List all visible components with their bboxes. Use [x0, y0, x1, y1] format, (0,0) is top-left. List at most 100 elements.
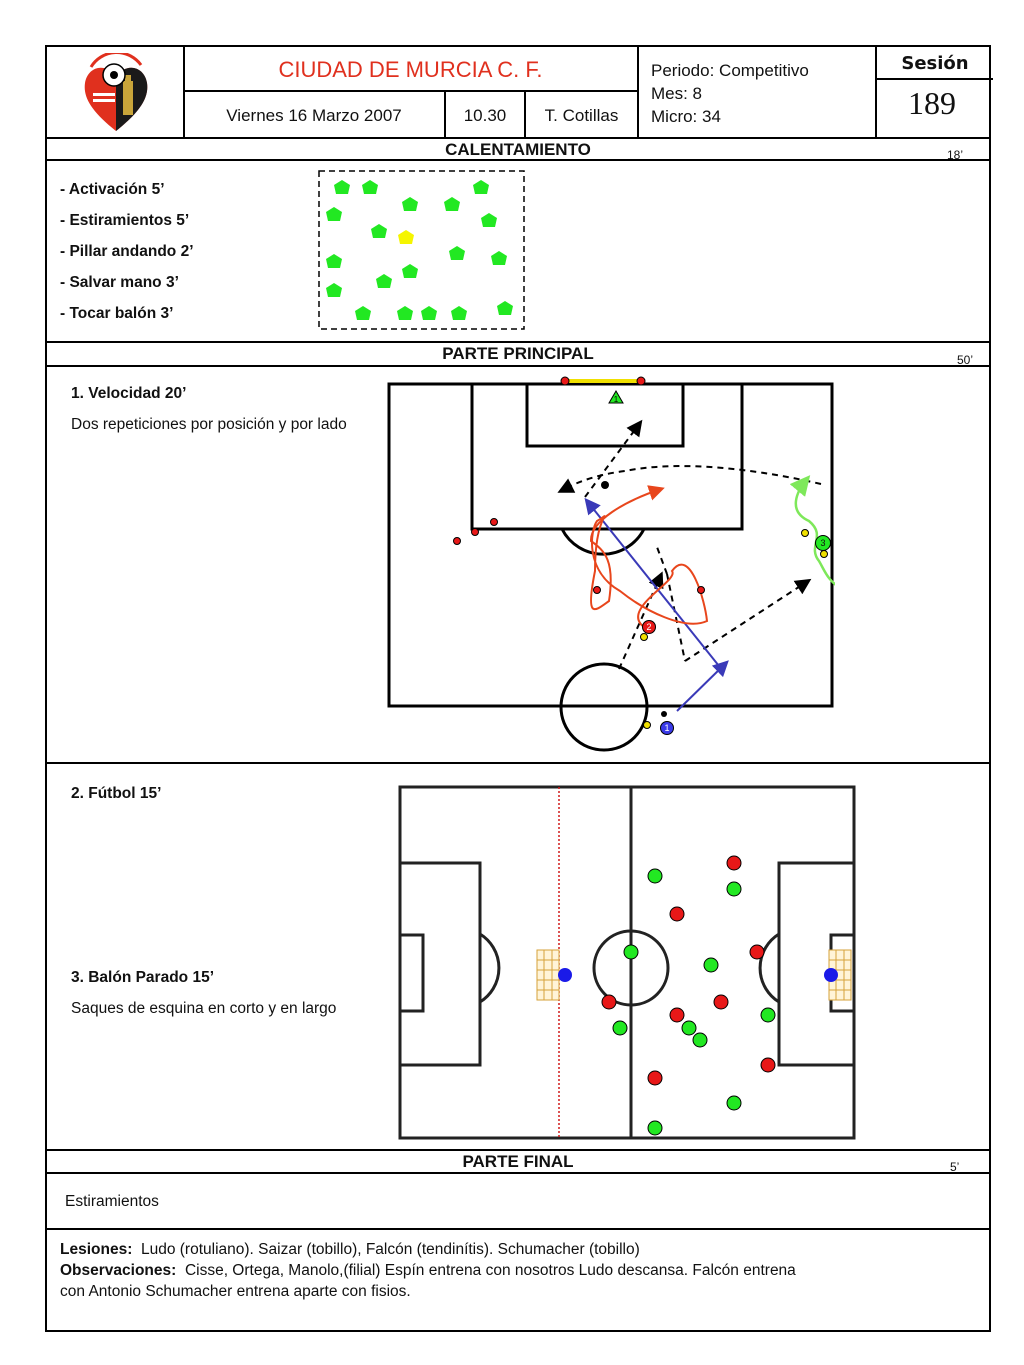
penalty-area	[470, 382, 744, 531]
player-marker	[760, 1057, 776, 1073]
diagram-label: 3	[820, 538, 826, 548]
speed-drill-diagram: 1 1 2	[387, 376, 835, 752]
goal-net-right-lines	[829, 950, 851, 1000]
player-1-marker	[660, 721, 674, 735]
final-text: Estiramientos	[65, 1193, 159, 1210]
pass-arrow	[656, 546, 668, 575]
exercise-3-desc: Saques de esquina en corto y en largo	[71, 1000, 337, 1017]
player-2-marker	[642, 620, 656, 634]
player-marker	[647, 1070, 663, 1086]
player-marker	[355, 306, 371, 320]
penalty-arc-right	[758, 932, 780, 1004]
mes: Mes: 8	[651, 84, 703, 103]
player-marker	[326, 207, 342, 221]
player-marker	[444, 197, 460, 211]
goalkeeper-marker	[824, 968, 838, 982]
pass-arrow	[666, 573, 686, 662]
player-marker	[490, 518, 498, 526]
divider	[444, 90, 446, 137]
player-marker	[471, 528, 479, 536]
penalty-spot	[601, 481, 609, 489]
session-sheet: CIUDAD DE MURCIA C. F. Viernes 16 Marzo …	[45, 45, 993, 1332]
player-marker	[647, 868, 663, 884]
player-marker	[453, 537, 461, 545]
chaser-marker	[398, 230, 414, 244]
run-arrow	[676, 660, 729, 712]
ball-marker	[661, 711, 667, 717]
divider	[875, 78, 993, 80]
post-marker	[560, 376, 570, 386]
player-marker	[326, 283, 342, 297]
divider	[47, 1172, 989, 1174]
divider	[183, 47, 185, 137]
player-marker	[451, 306, 467, 320]
exercise-2-title: 2. Fútbol 15’	[71, 785, 162, 802]
player-marker	[601, 994, 617, 1010]
player-marker	[376, 274, 392, 288]
divider	[875, 47, 877, 137]
goal-net-left	[536, 949, 560, 1001]
list-item: - Tocar balón 3’	[60, 305, 174, 322]
diagram-label: 2	[646, 622, 651, 632]
divider	[47, 137, 989, 139]
player-marker	[647, 1120, 663, 1136]
goal-area	[525, 382, 685, 448]
divider	[47, 159, 989, 161]
post-marker	[636, 376, 646, 386]
shot-arrow	[584, 419, 643, 498]
player-marker	[726, 855, 742, 871]
section-title-warmup: CALENTAMIENTO	[445, 140, 591, 159]
player-marker	[481, 213, 497, 227]
player-marker	[421, 306, 437, 320]
penalty-arc-left	[479, 932, 501, 1004]
player-marker	[692, 1032, 708, 1048]
section-title-final: PARTE FINAL	[462, 1152, 574, 1171]
divider	[637, 47, 639, 137]
dribble-arrow	[589, 485, 709, 630]
notes: Lesiones: Ludo (rotuliano). Saizar (tobi…	[60, 1239, 960, 1302]
player-marker	[681, 1020, 697, 1036]
exercise-1-title: 1. Velocidad 20’	[71, 385, 187, 402]
divider	[524, 90, 526, 137]
goal-area-left	[398, 933, 425, 1013]
player-marker	[362, 180, 378, 194]
lesiones-label: Lesiones:	[60, 1241, 133, 1258]
player-marker	[334, 180, 350, 194]
center-circle	[592, 929, 670, 1007]
pitch-half	[387, 382, 834, 708]
player-marker	[697, 586, 705, 594]
divider	[47, 365, 989, 367]
coach-name: T. Cotillas	[544, 106, 619, 125]
diagram-label: 1	[664, 723, 669, 733]
player-marker	[623, 944, 639, 960]
list-item: - Pillar andando 2’	[60, 243, 194, 260]
list-item: - Estiramientos 5’	[60, 212, 190, 229]
center-circle	[559, 662, 649, 752]
micro: Micro: 34	[651, 107, 721, 126]
player-marker	[326, 254, 342, 268]
divider	[47, 762, 989, 764]
player-marker	[473, 180, 489, 194]
cross-arrow	[557, 465, 822, 493]
player-marker	[497, 301, 513, 315]
observaciones-label: Observaciones:	[60, 1262, 177, 1279]
warmup-minutes: 18’	[947, 148, 964, 162]
player-marker	[669, 906, 685, 922]
player-marker	[669, 1007, 685, 1023]
club-name: CIUDAD DE MURCIA C. F.	[278, 57, 543, 82]
session-date: Viernes 16 Marzo 2007	[226, 106, 402, 125]
exercise-3-title: 3. Balón Parado 15’	[71, 969, 214, 986]
player-marker	[726, 881, 742, 897]
player-marker	[726, 1095, 742, 1111]
player-marker	[703, 957, 719, 973]
divider	[47, 1228, 989, 1230]
player-marker	[402, 264, 418, 278]
divider	[47, 1149, 989, 1151]
player-marker	[593, 586, 601, 594]
warmup-area	[318, 170, 525, 330]
list-item: - Salvar mano 3’	[60, 274, 179, 291]
pitch	[398, 785, 856, 1140]
player-marker	[820, 550, 828, 558]
penalty-area-left	[398, 861, 482, 1067]
list-item: - Activación 5’	[60, 181, 165, 198]
